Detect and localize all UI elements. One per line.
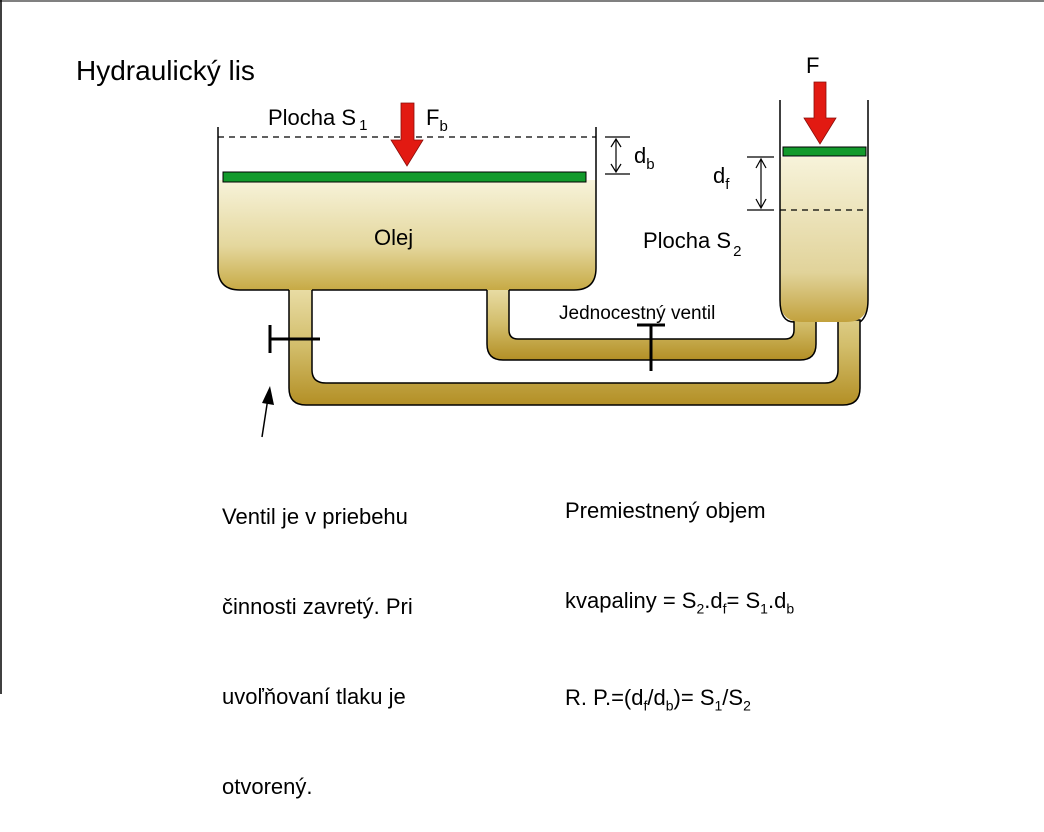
formula-block: Premiestnený objem kvapaliny = S2.df= S1… — [565, 436, 794, 751]
force-fb-label: Fb — [426, 105, 448, 135]
formula-line-3: R. P.=(df/db)= S1/S2 — [565, 685, 751, 714]
small-cylinder-wall-left — [779, 100, 795, 323]
valve-pointer-arrow — [261, 386, 274, 438]
force-f-label: F — [806, 53, 819, 78]
large-tank-oil — [218, 180, 596, 290]
check-valve — [637, 323, 665, 371]
force-fb-arrow — [390, 102, 424, 167]
small-cylinder-wall-right — [859, 100, 869, 323]
valve-note-line: Ventil je v priebehu — [222, 504, 408, 529]
oil-label: Olej — [374, 225, 413, 250]
df-label: df — [713, 163, 730, 193]
df-dimension — [747, 156, 774, 211]
formula-line-2: kvapaliny = S2.df= S1.db — [565, 588, 795, 617]
valve-note: Ventil je v priebehu činnosti zavretý. P… — [222, 442, 413, 832]
valve-note-line: uvoľňovaní tlaku je — [222, 684, 406, 709]
db-label: db — [634, 143, 655, 173]
valve-note-line: činnosti zavretý. Pri — [222, 594, 413, 619]
small-cylinder-oil — [780, 157, 868, 322]
title: Hydraulický lis — [76, 55, 255, 86]
formula-line-1: Premiestnený objem — [565, 498, 766, 523]
db-dimension — [605, 136, 630, 175]
check-valve-label: Jednocestný ventil — [559, 303, 715, 324]
small-piston — [782, 146, 867, 157]
release-valve — [268, 325, 320, 353]
force-f-arrow — [803, 81, 837, 145]
valve-note-line: otvorený. — [222, 774, 313, 799]
large-piston — [222, 171, 587, 183]
large-tank-wall-right — [509, 127, 597, 291]
large-tank-wall-left — [217, 127, 289, 291]
